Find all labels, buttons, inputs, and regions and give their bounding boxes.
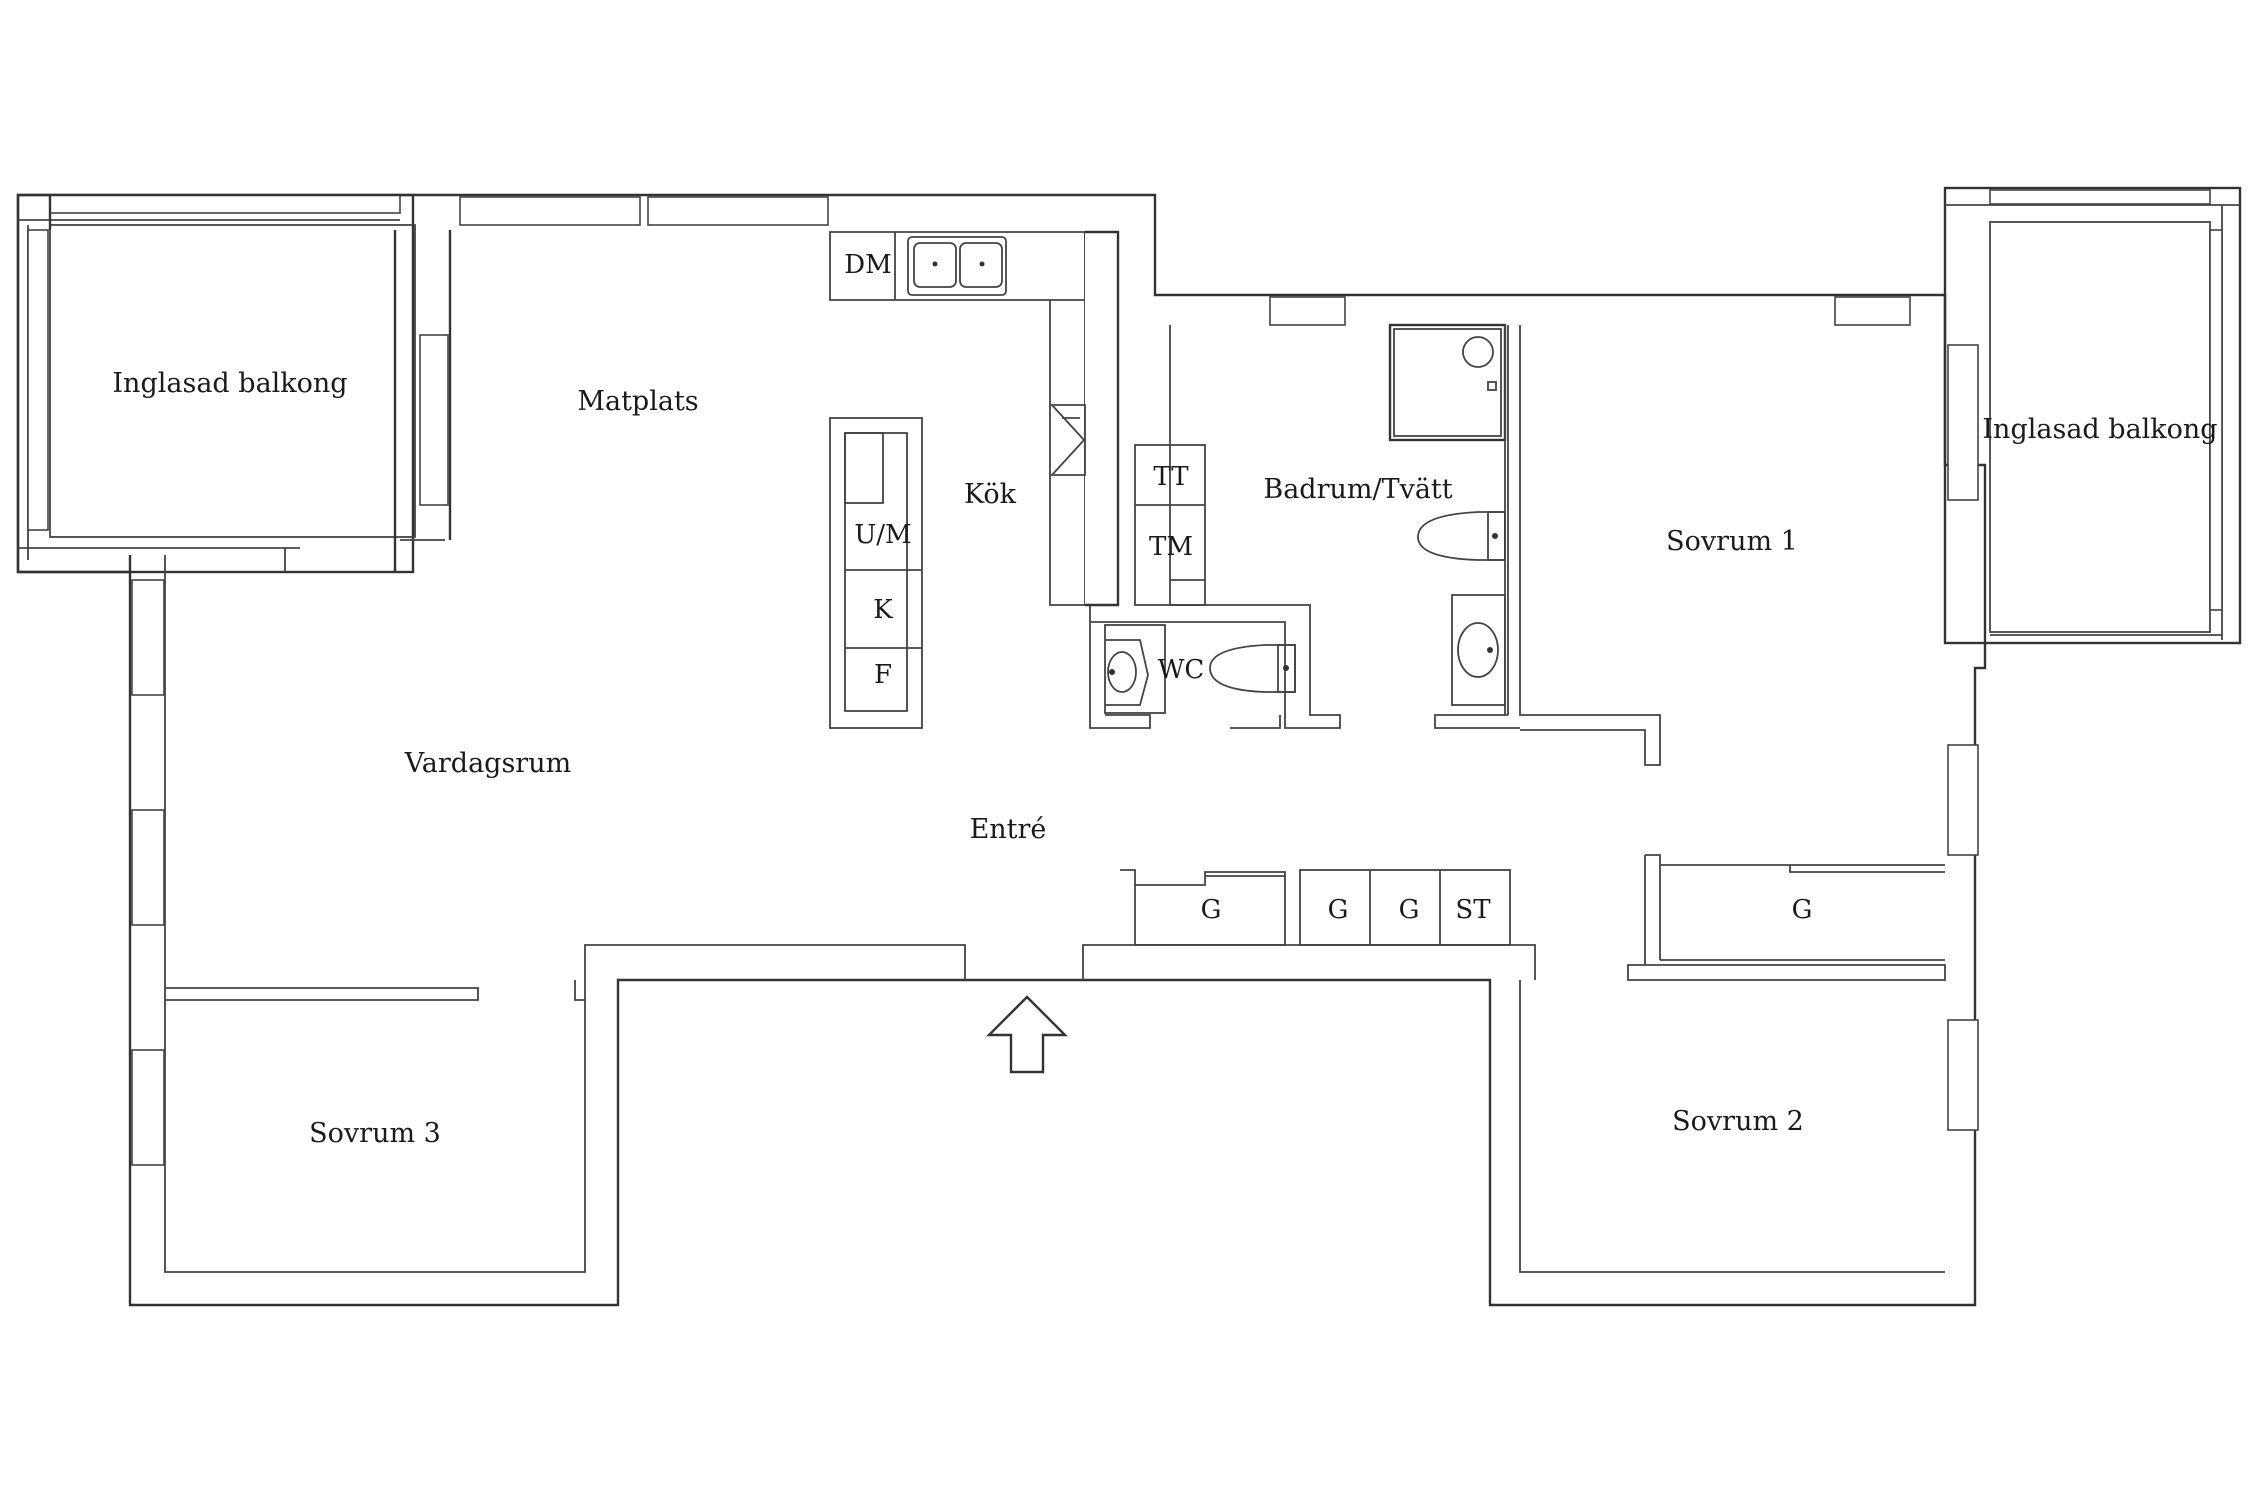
label-washer: TM (1149, 532, 1193, 562)
label-kitchen: Kök (964, 479, 1017, 510)
label-living: Vardagsrum (404, 748, 571, 779)
kitchen-fixtures (829, 230, 1206, 729)
label-wardrobe-3: G (1399, 895, 1420, 925)
range-hood-icon (1050, 404, 1086, 476)
label-bedroom-1: Sovrum 1 (1666, 526, 1798, 557)
label-wardrobe-4: G (1792, 895, 1813, 925)
label-balcony-right: Inglasad balkong (1982, 414, 2217, 445)
entrance-arrow-icon (986, 995, 1068, 1074)
label-bedroom-2: Sovrum 2 (1672, 1106, 1804, 1137)
outer-walls (16, 193, 1987, 1307)
washbasin-icon (1105, 639, 1149, 706)
label-fridge: K (873, 595, 893, 625)
shower-icon (1462, 336, 1497, 391)
label-wardrobe-2: G (1328, 895, 1349, 925)
label-microwave-oven: U/M (854, 520, 911, 550)
toilet-icon (1417, 511, 1506, 561)
sink-icon (907, 236, 1007, 296)
wc-fixtures (1105, 639, 1296, 706)
label-storage: ST (1455, 895, 1491, 925)
wardrobes (1120, 854, 1945, 965)
bathroom-fixtures (1388, 323, 1507, 715)
label-dryer: TT (1153, 462, 1189, 492)
label-wc: WC (1158, 655, 1205, 685)
label-balcony-left: Inglasad balkong (112, 368, 347, 399)
label-wardrobe-1: G (1201, 895, 1222, 925)
toilet-icon (1209, 644, 1296, 693)
label-bedroom-3: Sovrum 3 (309, 1118, 441, 1149)
label-dining: Matplats (577, 386, 698, 417)
washbasin-icon (1451, 594, 1506, 706)
label-bath-laundry: Badrum/Tvätt (1263, 474, 1452, 505)
balcony-right (1943, 186, 2242, 645)
label-dishwasher: DM (844, 250, 891, 280)
label-entrance: Entré (970, 814, 1047, 845)
balcony-left (16, 193, 416, 574)
label-freezer: F (874, 660, 892, 690)
interior-walls (164, 325, 1946, 1273)
